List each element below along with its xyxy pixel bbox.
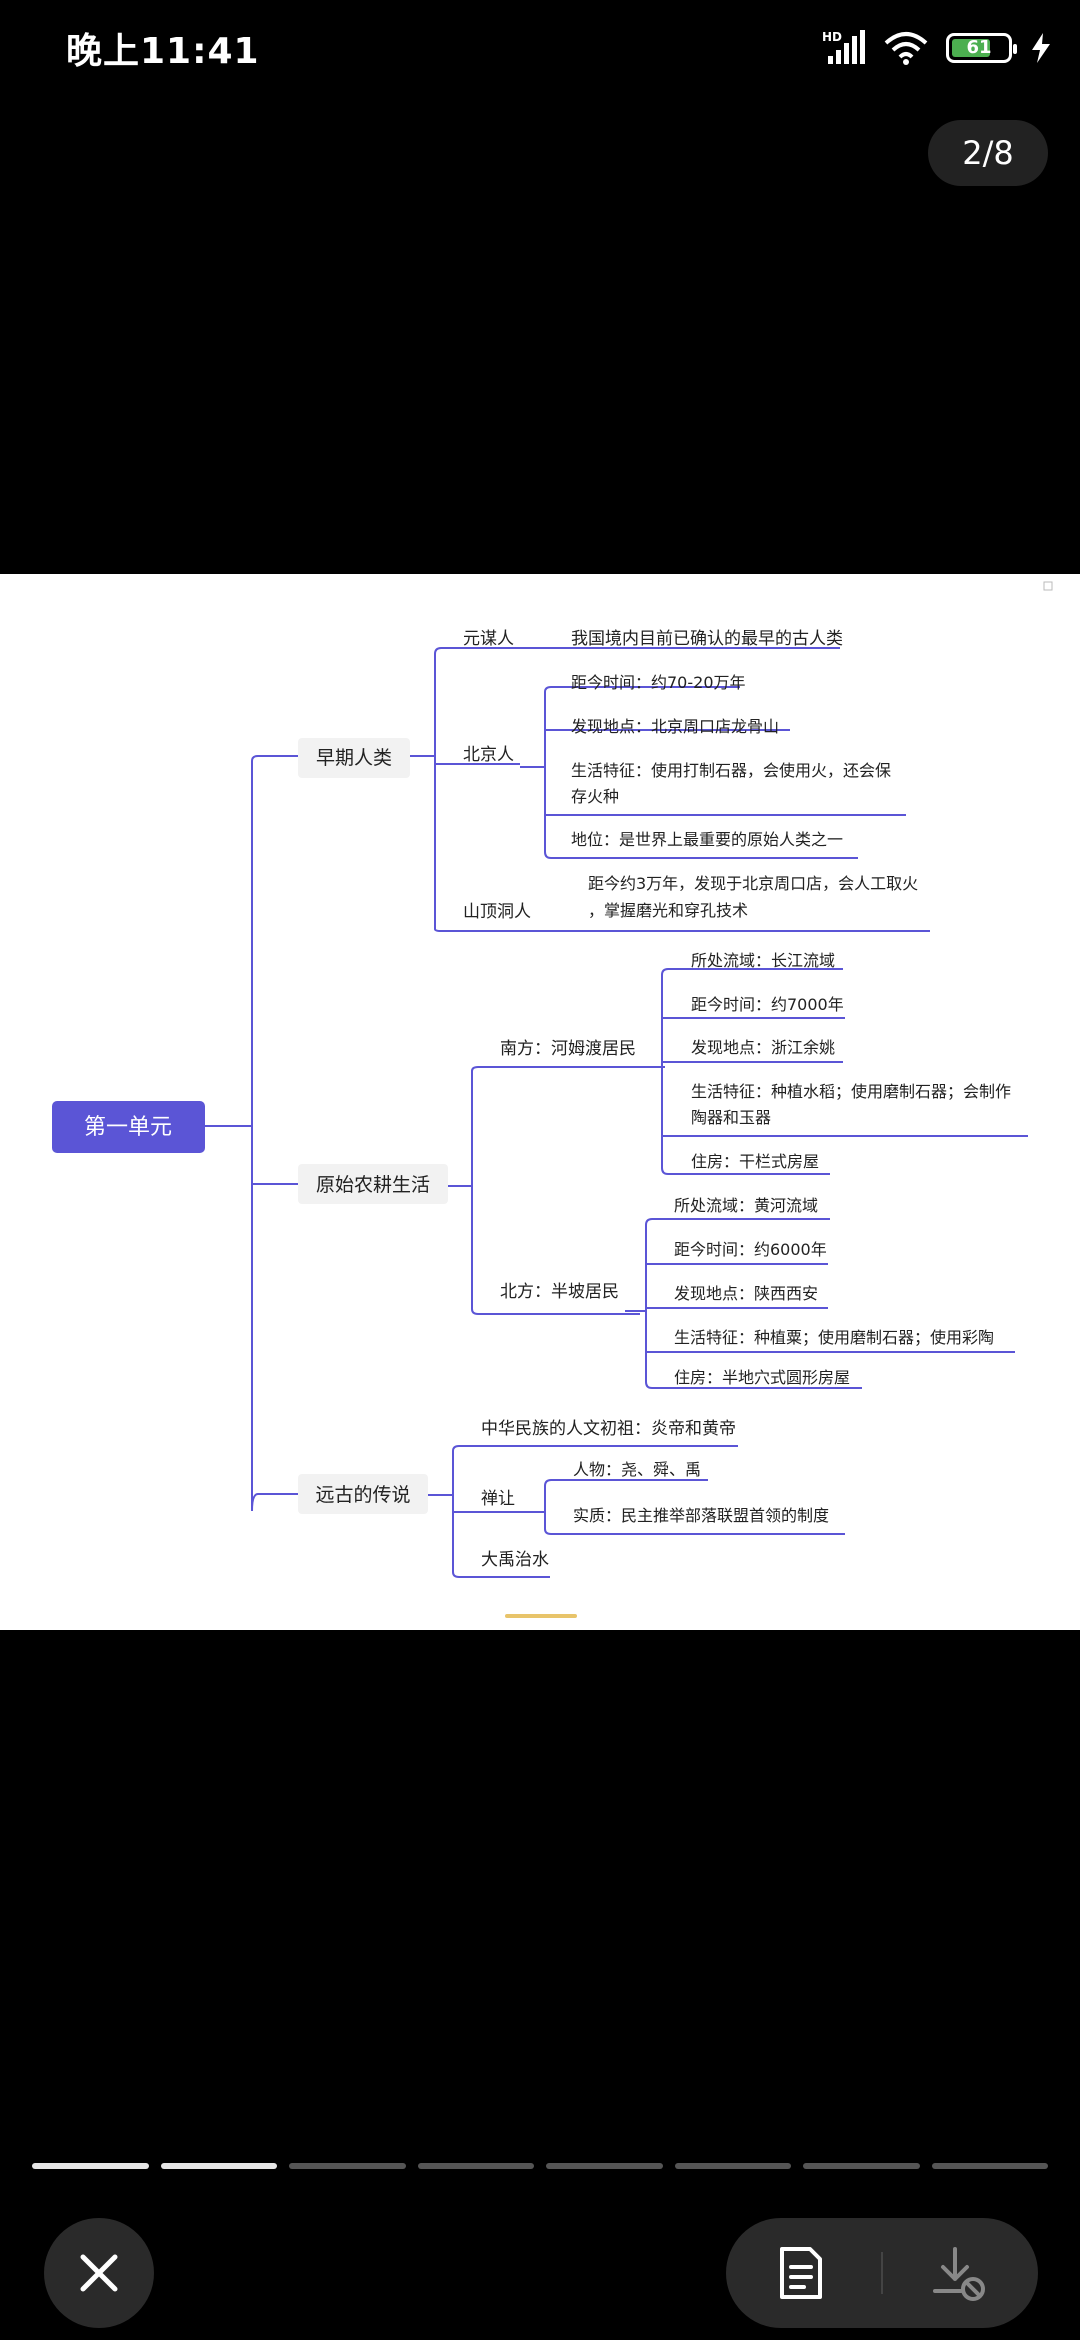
- action-divider: [881, 2252, 883, 2294]
- node-item: 距今时间：约6000年: [674, 1240, 827, 1259]
- node-label: 大禹治水: [481, 1550, 549, 1570]
- node-item: 生活特征：使用打制石器，会使用火，还会保: [571, 761, 891, 780]
- node-detail: 距今约3万年，发现于北京周口店，会人工取火: [588, 874, 918, 893]
- node-item: 住房：干栏式房屋: [691, 1152, 819, 1171]
- status-icons: HD 61: [822, 28, 1052, 68]
- branch-node: [298, 738, 410, 778]
- action-bar: [726, 2218, 1038, 2328]
- battery-level: 61: [966, 37, 992, 58]
- status-time: 晚上11:41: [66, 31, 260, 72]
- node-item: 所处流域：黄河流域: [674, 1196, 818, 1215]
- page-indicator-text: 2/8: [962, 134, 1014, 172]
- branch-node: [298, 1164, 448, 1204]
- node-item: 距今时间：约7000年: [691, 995, 844, 1014]
- progress-segment: [417, 2163, 534, 2169]
- node-label: 禅让: [481, 1489, 515, 1509]
- network-label: HD: [822, 30, 842, 44]
- progress-segment: [803, 2163, 920, 2169]
- progress-segment: [546, 2163, 663, 2169]
- node-detail: ，掌握磨光和穿孔技术: [588, 901, 748, 920]
- branch-label: 原始农耕生活: [316, 1174, 430, 1196]
- document-icon: [780, 2247, 822, 2299]
- mindmap: 第一单元 早期人类 原始农耕生活 远古的传说 元谋人 我国境内目前已确认的最早的…: [52, 581, 1053, 1618]
- node-item: 发现地点：浙江余姚: [691, 1038, 835, 1057]
- battery-icon: 61: [946, 33, 1017, 63]
- node-item: 住房：半地穴式圆形房屋: [674, 1368, 850, 1387]
- node-item: 人物：尧、舜、禹: [573, 1460, 701, 1479]
- node-item: 陶器和玉器: [691, 1108, 771, 1127]
- node-label: 北方：半坡居民: [500, 1282, 619, 1302]
- node-label: 北京人: [463, 745, 514, 765]
- wifi-icon: [884, 32, 928, 65]
- charging-icon: [1032, 33, 1050, 63]
- progress-segment: [160, 2163, 277, 2169]
- image-viewer[interactable]: 第一单元 早期人类 原始农耕生活 远古的传说 元谋人 我国境内目前已确认的最早的…: [0, 574, 1080, 1630]
- signal-icon: HD: [822, 30, 865, 64]
- root-node: [52, 1101, 205, 1153]
- node-item: 实质：民主推举部落联盟首领的制度: [573, 1506, 829, 1525]
- root-label: 第一单元: [84, 1115, 172, 1140]
- node-item: 生活特征：种植水稻；使用磨制石器；会制作: [691, 1082, 1011, 1101]
- expand-icon: [1043, 581, 1053, 591]
- branch-node: [298, 1474, 428, 1514]
- node-label: 元谋人: [463, 629, 514, 649]
- page-progress: [32, 2163, 1048, 2171]
- node-item: 存火种: [571, 787, 619, 806]
- node-detail: 我国境内目前已确认的最早的古人类: [571, 629, 843, 649]
- progress-segment: [32, 2163, 149, 2169]
- progress-segment: [674, 2163, 791, 2169]
- document-button[interactable]: [768, 2240, 834, 2306]
- node-label: 山顶洞人: [463, 902, 531, 922]
- page-indicator: 2/8: [928, 120, 1048, 186]
- node-label: 南方：河姆渡居民: [500, 1039, 636, 1059]
- download-button[interactable]: [926, 2240, 992, 2306]
- node-item: 生活特征：种植粟；使用磨制石器；使用彩陶: [674, 1328, 994, 1347]
- node-item: 地位：是世界上最重要的原始人类之一: [571, 830, 843, 849]
- node-item: 所处流域：长江流域: [691, 951, 835, 970]
- branch-label: 远古的传说: [315, 1484, 410, 1506]
- node-item: 发现地点：北京周口店龙骨山: [571, 717, 779, 736]
- status-bar: 晚上11:41 HD 61: [0, 0, 1080, 95]
- node-item: 距今时间：约70-20万年: [571, 673, 746, 692]
- progress-segment: [289, 2163, 406, 2169]
- node-label: 中华民族的人文初祖：炎帝和黄帝: [481, 1419, 736, 1439]
- download-disabled-icon: [933, 2247, 985, 2301]
- close-button[interactable]: [44, 2218, 154, 2328]
- close-icon: [80, 2254, 118, 2292]
- progress-segment: [931, 2163, 1048, 2169]
- branch-label: 早期人类: [316, 747, 392, 769]
- node-item: 发现地点：陕西西安: [674, 1284, 818, 1303]
- watermark-mark: [505, 1614, 577, 1618]
